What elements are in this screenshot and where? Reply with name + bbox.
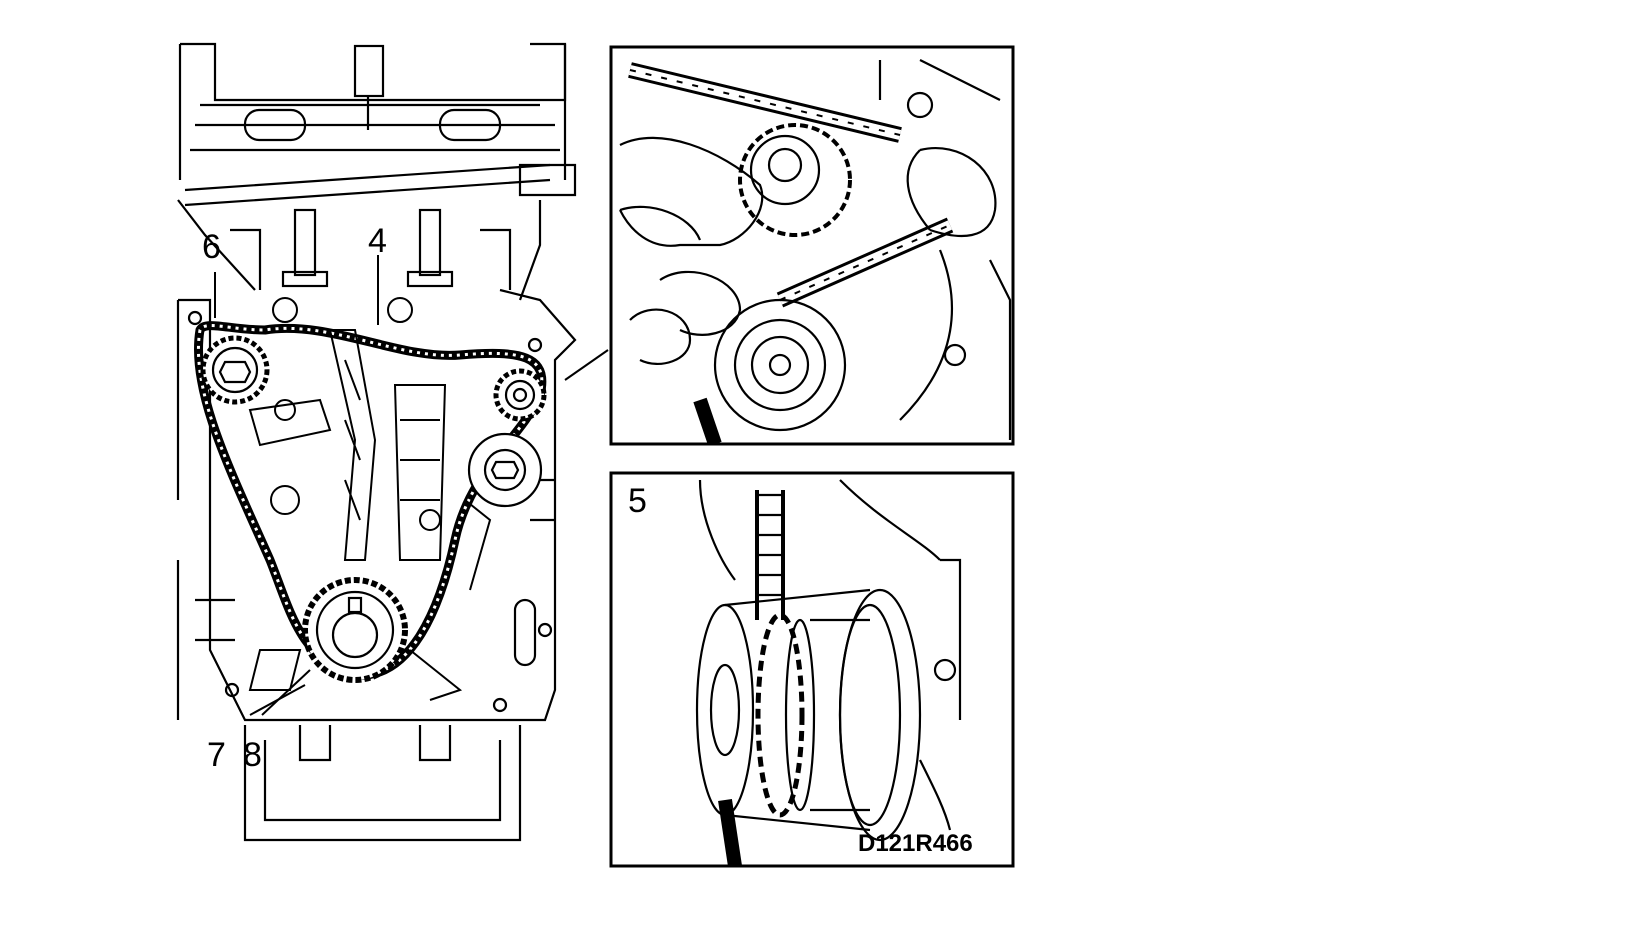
callout-5: 5 [628, 482, 647, 520]
callout-7: 7 [207, 736, 226, 774]
figure-code: D121R466 [858, 830, 973, 857]
camshaft-sprocket-left [200, 335, 270, 405]
engine-front-view [176, 42, 577, 842]
callout-8: 8 [243, 736, 262, 774]
detail-panel-top [609, 45, 1015, 446]
camshaft-sprocket-right [493, 368, 547, 422]
crankshaft-sprocket [302, 577, 408, 683]
callout-6: 6 [202, 228, 221, 266]
timing-chain [193, 321, 547, 680]
detail-panel-bottom: 5 D121R466 [609, 471, 1015, 868]
leader-lines [214, 255, 609, 716]
callout-4: 4 [368, 222, 387, 260]
tensioner-pulley [467, 432, 543, 508]
